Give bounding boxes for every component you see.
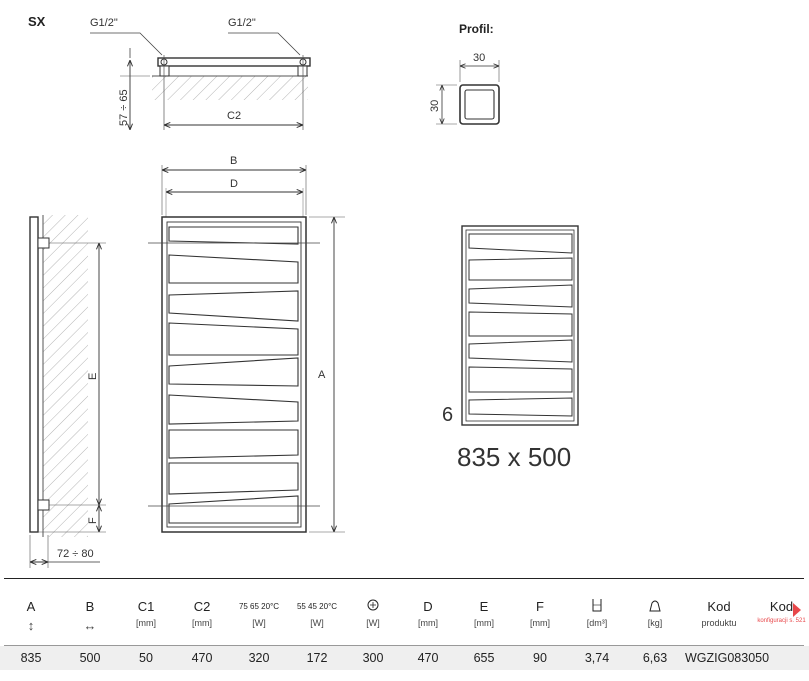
- col-f: F[mm]: [530, 599, 550, 628]
- size-label: 835 x 500: [457, 442, 572, 472]
- cell-f: 90: [512, 646, 568, 670]
- cell-b: 500: [62, 646, 118, 670]
- model-code: SX: [28, 14, 46, 29]
- col-weight: [kg]: [626, 578, 684, 646]
- col-d: D[mm]: [418, 599, 438, 628]
- d-label: D: [230, 178, 238, 190]
- chevron-right-icon[interactable]: [793, 603, 801, 617]
- cell-power-55: 172: [288, 646, 346, 670]
- profile-section: 30 30: [429, 52, 500, 125]
- b-label: B: [230, 155, 237, 167]
- cell-volume: 3,74: [568, 646, 626, 670]
- small-preview: [461, 225, 579, 426]
- table-row: 835 500 50 470 320 172 300 470 655 90 3,…: [0, 646, 809, 670]
- col-c2: C2[mm]: [192, 599, 212, 628]
- cell-e: 655: [456, 646, 512, 670]
- cell-c2: 470: [174, 646, 230, 670]
- cell-product-code: WGZIG083050: [684, 646, 769, 670]
- tube-count-label: 6: [442, 404, 454, 426]
- profile-title: Profil:: [459, 22, 494, 36]
- cell-electric: 300: [346, 646, 400, 670]
- depth-range-label: 57 ÷ 65: [118, 89, 130, 126]
- cell-config-code: [754, 646, 809, 670]
- cell-a: 835: [0, 646, 62, 670]
- wall-distance-label: 72 ÷ 80: [57, 548, 94, 560]
- col-volume: [dm³]: [568, 578, 626, 646]
- e-label: E: [87, 373, 99, 380]
- table-header-rule: [4, 645, 804, 646]
- cell-weight: 6,63: [626, 646, 684, 670]
- col-a: A↕: [26, 599, 36, 633]
- col-electric: [W]: [346, 578, 400, 646]
- cell-d: 470: [400, 646, 456, 670]
- col-c1: C1[mm]: [136, 599, 156, 628]
- top-view: G1/2" G1/2" 57 ÷ 65 C2: [90, 17, 311, 130]
- connector-left-label: G1/2": [90, 17, 118, 29]
- f-label: F: [87, 517, 99, 524]
- table-header-row: A↕ B↔ C1[mm] C2[mm] 75 65 20°C[W] 55 45 …: [0, 578, 809, 646]
- cell-power-75: 320: [230, 646, 288, 670]
- c2-label: C2: [227, 110, 241, 122]
- cell-c1: 50: [118, 646, 174, 670]
- col-power-55: 55 45 20°C[W]: [296, 602, 338, 628]
- col-b: B↔: [83, 599, 97, 633]
- connector-right-label: G1/2": [228, 17, 256, 29]
- col-power-75: 75 65 20°C[W]: [238, 602, 280, 628]
- col-e: E[mm]: [474, 599, 494, 628]
- a-label: A: [318, 369, 326, 381]
- profile-width-label: 30: [473, 52, 485, 64]
- heating-tubes: [168, 226, 299, 524]
- profile-height-label: 30: [429, 100, 441, 112]
- water-volume-icon: [568, 598, 626, 616]
- table-top-rule: [4, 578, 804, 579]
- electric-heater-icon: [346, 598, 400, 616]
- front-view: B D A: [148, 155, 345, 533]
- side-view: E F 72 ÷ 80: [29, 215, 106, 568]
- spec-table: A↕ B↔ C1[mm] C2[mm] 75 65 20°C[W] 55 45 …: [0, 578, 809, 670]
- weight-icon: [626, 598, 684, 616]
